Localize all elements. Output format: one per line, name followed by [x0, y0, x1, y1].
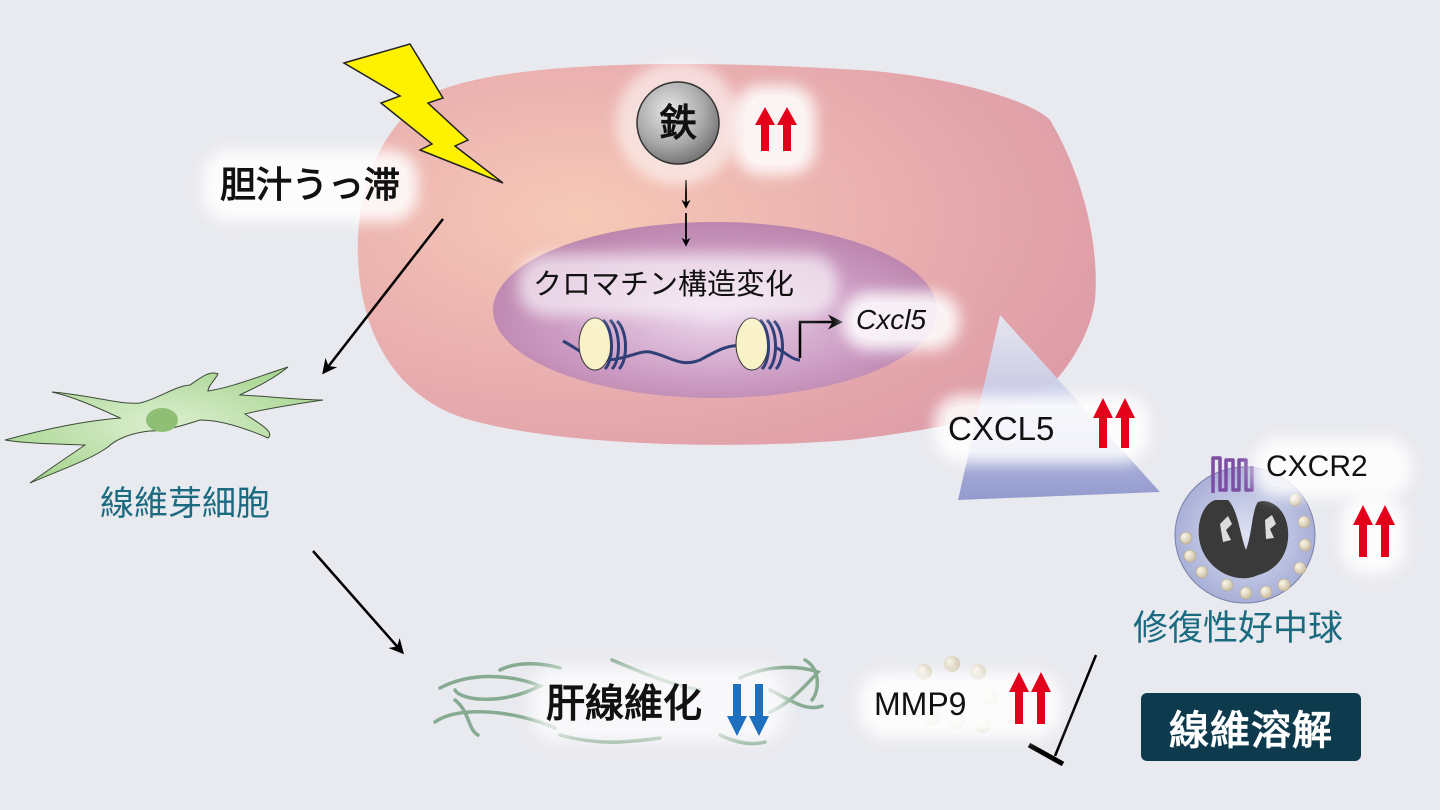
cxcl5-protein-label: CXCL5 [948, 410, 1055, 447]
liver-fibrosis-label: 肝線維化 [546, 682, 703, 727]
iron-label: 鉄 [658, 101, 697, 145]
fibrosis-decrease-icon [727, 684, 769, 736]
label-glow-cholestasis [212, 160, 408, 212]
label-glow-iron-arrow [744, 95, 806, 165]
cholestasis-label: 胆汁うっ滞 [220, 165, 401, 206]
neutrophil-icon [1174, 466, 1316, 604]
inhibition-line [1027, 654, 1098, 767]
arrow-fibroblast-to-fibrosis [312, 550, 404, 655]
label-glow-cxcr2 [1262, 448, 1402, 488]
cxcr2-receptor-icon [1211, 456, 1254, 493]
cxcl5-increase-icon [1093, 398, 1135, 448]
label-glow-gene [852, 302, 950, 340]
mmp9-increase-icon [1009, 672, 1051, 724]
chromatin-icon [562, 317, 801, 371]
label-glow-chromatin [528, 264, 828, 306]
repair-neutrophil-label: 修復性好中球 [1133, 609, 1344, 649]
arrow-cholestasis-to-fibroblast [322, 218, 444, 375]
fibrolysis-label: 線維溶解 [1169, 708, 1333, 754]
fibroblast-icon [4, 366, 324, 484]
fibrolysis-badge: 線維溶解 [1141, 693, 1361, 761]
cxcl5-gene-label: Cxcl5 [856, 304, 927, 335]
lightning-icon [342, 43, 504, 184]
cxcr2-increase-icon [1353, 505, 1395, 557]
mmp9-label: MMP9 [874, 686, 967, 722]
iron-increase-icon [755, 107, 797, 151]
cxcr2-label: CXCR2 [1266, 450, 1368, 483]
fibroblast-label: 線維芽細胞 [100, 484, 270, 524]
iron-circle [636, 81, 720, 165]
transcription-arrow [798, 314, 843, 358]
chromatin-change-label: クロマチン構造変化 [533, 267, 795, 301]
